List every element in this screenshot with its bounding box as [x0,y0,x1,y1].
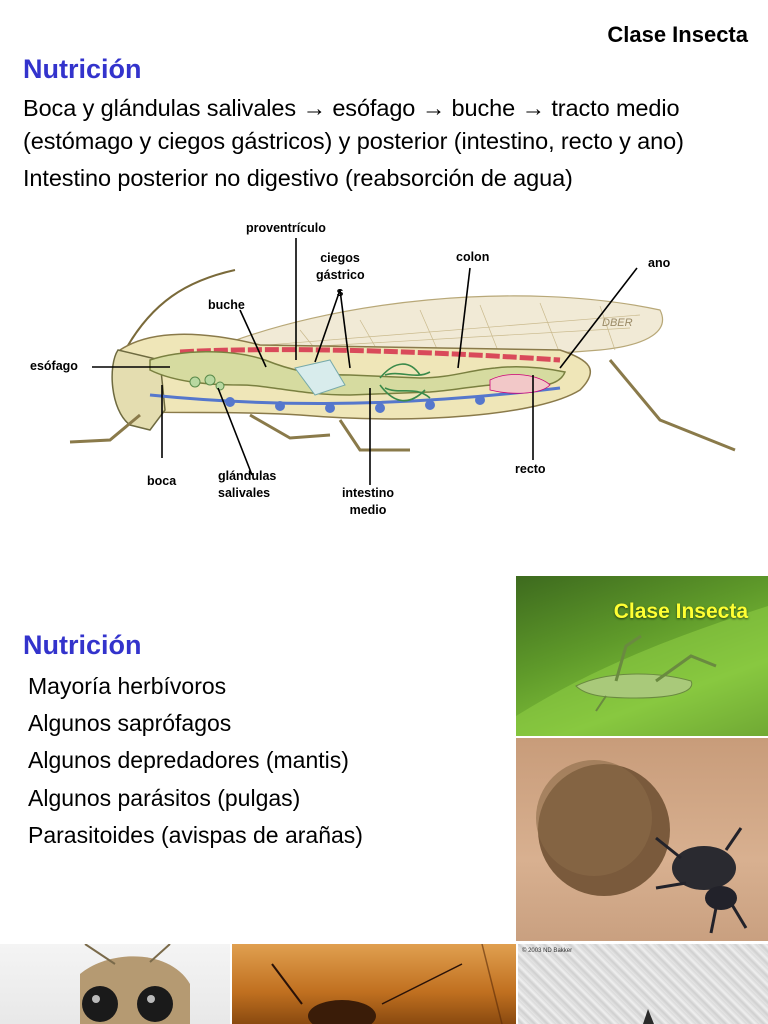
list-item: Algunos depredadores (mantis) [28,747,349,773]
grasshopper-photo: Clase Insecta [516,576,768,736]
insect-digestive-diagram: DBER [0,210,768,530]
label-intestino-medio: intestino medio [335,485,401,519]
label-recto: recto [515,462,546,476]
label-glandulas-line2: salivales [218,486,271,500]
label-buche: buche [208,298,245,312]
label-ciegos-line2: gástrico [316,268,365,282]
hindgut-note: Intestino posterior no digestivo (reabso… [23,165,573,191]
photo-copyright: © 2003 ND Bakker [522,948,573,954]
arrow-icon: → [521,95,546,121]
label-colon: colon [456,250,490,264]
list-item: Mayoría herbívoros [28,673,227,699]
path-esofago: esófago [332,95,416,121]
label-glandulas: glándulas salivales [218,468,276,502]
photo-label-clase-insecta: Clase Insecta [613,600,748,623]
mantis-photo [0,944,230,1024]
label-ano: ano [648,256,671,270]
path-buche: buche [451,95,516,121]
label-ciegos: ciegos gástrico s [316,250,365,301]
wasp-photo: © 2003 ND Bakker [518,944,768,1024]
section-heading-nutricion: Nutrición [23,54,142,84]
label-intestino-line1: intestino [341,486,395,500]
flea-photo [232,944,516,1024]
digestive-path-line-2: (estómago y ciegos gástricos) y posterio… [23,128,684,154]
label-boca: boca [147,474,177,488]
dung-beetle-illustration [536,760,748,934]
wasp-illustration [643,1009,654,1024]
insect-diagram-illustration: DBER [69,238,736,485]
label-intestino-line2: medio [349,503,387,517]
grasshopper-illustration [516,606,768,736]
list-item: Algunos saprófagos [28,710,232,736]
label-proventriculo: proventrículo [246,221,326,235]
diagram-watermark: DBER [602,317,633,329]
digestive-path-line: Boca y glándulas salivales → esófago → b… [23,95,680,122]
list-item: Parasitoides (avispas de arañas) [28,822,363,848]
slide-title: Clase Insecta [607,22,748,47]
label-ciegos-line3: s [336,285,344,299]
arrow-icon: → [421,95,446,121]
dung-beetle-photo [516,738,768,941]
list-item: Algunos parásitos (pulgas) [28,785,301,811]
flea-illustration [271,944,503,1024]
mantis-illustration [80,944,190,1024]
path-tracto-medio: tracto medio [551,95,680,121]
arrow-icon: → [302,95,326,121]
section-heading-nutricion-2: Nutrición [23,630,142,660]
label-esofago: esófago [30,359,78,373]
label-ciegos-line1: ciegos [320,251,360,265]
label-glandulas-line1: glándulas [218,469,277,483]
path-boca-glandulas: Boca y glándulas salivales [23,95,297,121]
